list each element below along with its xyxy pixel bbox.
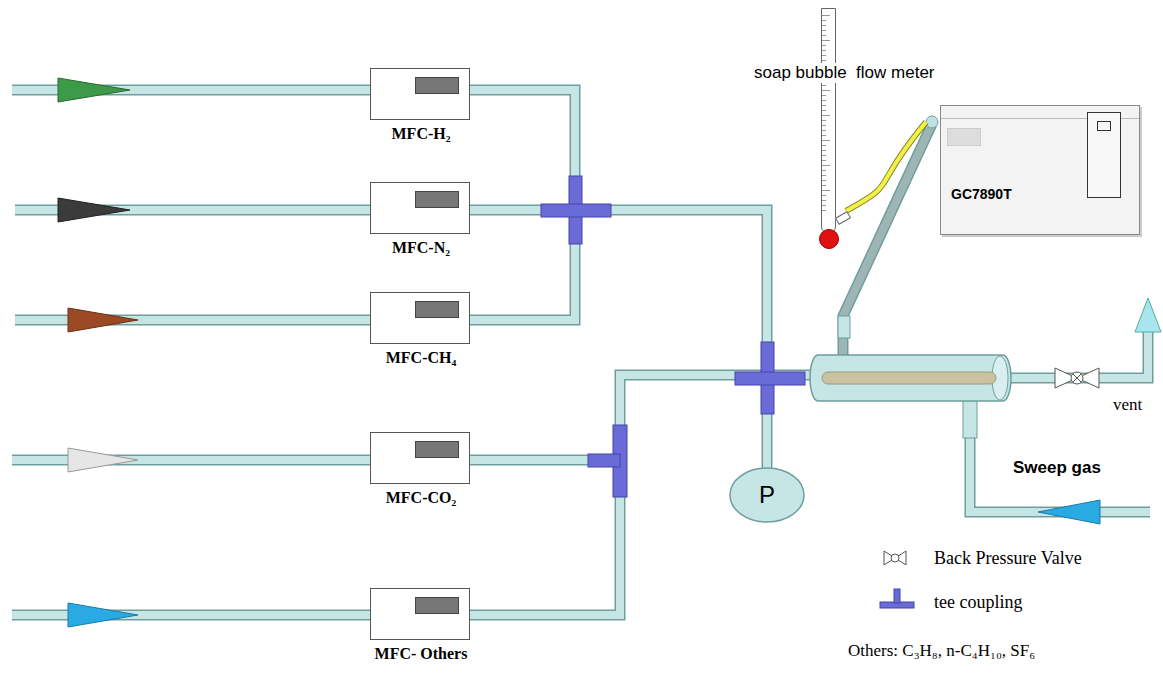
scale-tick xyxy=(822,25,826,26)
mfc-node: MFC- Others xyxy=(370,588,470,640)
scale-tick xyxy=(822,130,826,131)
display-panel xyxy=(415,301,459,318)
scale-tick xyxy=(822,125,826,126)
scale-tick xyxy=(822,165,830,166)
scale-tick xyxy=(822,20,826,21)
scale-tick xyxy=(822,135,826,136)
scale-tick xyxy=(822,85,826,86)
scale-tick xyxy=(822,30,826,31)
scale-tick xyxy=(822,200,826,201)
scale-tick xyxy=(822,175,826,176)
legend-text: tee coupling xyxy=(934,592,1022,613)
node-label: MFC-CO₂ xyxy=(386,489,457,507)
flowmeter-node: soap bubble flow meter xyxy=(821,8,836,233)
oven-door xyxy=(1087,112,1121,198)
scale-tick xyxy=(822,115,830,116)
scale-tick xyxy=(822,55,826,56)
node-label: P xyxy=(759,481,775,509)
outlet-stub xyxy=(835,211,851,225)
scale-tick xyxy=(822,90,830,91)
tube-connector xyxy=(846,122,926,211)
node-label: GC7890T xyxy=(951,186,1012,202)
node-label: MFC-N₂ xyxy=(392,239,450,257)
scale-tick xyxy=(822,35,826,36)
node-label: soap bubble flow meter xyxy=(752,63,937,83)
scale-tick xyxy=(822,190,830,191)
scale-tick xyxy=(822,150,826,151)
mfc-node: MFC-H₂ xyxy=(370,68,470,120)
scale-tick xyxy=(822,180,826,181)
scale-tick xyxy=(822,140,830,141)
gc-node: GC7890T xyxy=(940,105,1140,235)
scale-tick xyxy=(822,160,826,161)
display-panel xyxy=(415,191,459,208)
legend-text: Back Pressure Valve xyxy=(934,548,1082,569)
scale-tick xyxy=(822,105,826,106)
sweep-gas-label: Sweep gas xyxy=(1013,458,1101,478)
scale-tick xyxy=(822,60,826,61)
scale-tick xyxy=(822,195,826,196)
node-label: MFC-H₂ xyxy=(392,125,451,143)
door-window xyxy=(1097,121,1111,131)
gauge-node: P xyxy=(729,467,805,523)
others-note: Others: C₃H₈, n-C₄H₁₀, SF₆ xyxy=(848,641,1035,661)
node-label: MFC-CH₄ xyxy=(386,349,457,367)
display-block xyxy=(947,128,981,146)
mfc-node: MFC-N₂ xyxy=(370,182,470,234)
vent-label: vent xyxy=(1113,395,1142,415)
scale-tick xyxy=(822,40,830,41)
mfc-node: MFC-CH₄ xyxy=(370,292,470,344)
scale-tick xyxy=(822,205,826,206)
display-panel xyxy=(415,597,459,614)
node-label: MFC- Others xyxy=(375,645,468,663)
scale-tick xyxy=(822,185,826,186)
display-panel xyxy=(415,77,459,94)
scale-tick xyxy=(822,45,826,46)
scale-tick xyxy=(822,110,826,111)
scale-tick xyxy=(822,95,826,96)
scale-tick xyxy=(822,120,826,121)
scale-tick xyxy=(822,145,826,146)
mfc-node: MFC-CO₂ xyxy=(370,432,470,484)
display-panel xyxy=(415,441,459,458)
rubber-bulb xyxy=(819,229,839,249)
scale-tick xyxy=(822,15,830,16)
scale-tick xyxy=(822,155,826,156)
scale-tick xyxy=(822,50,826,51)
scale-tick xyxy=(822,210,826,211)
scale-tick xyxy=(822,170,826,171)
scale-tick xyxy=(822,100,826,101)
